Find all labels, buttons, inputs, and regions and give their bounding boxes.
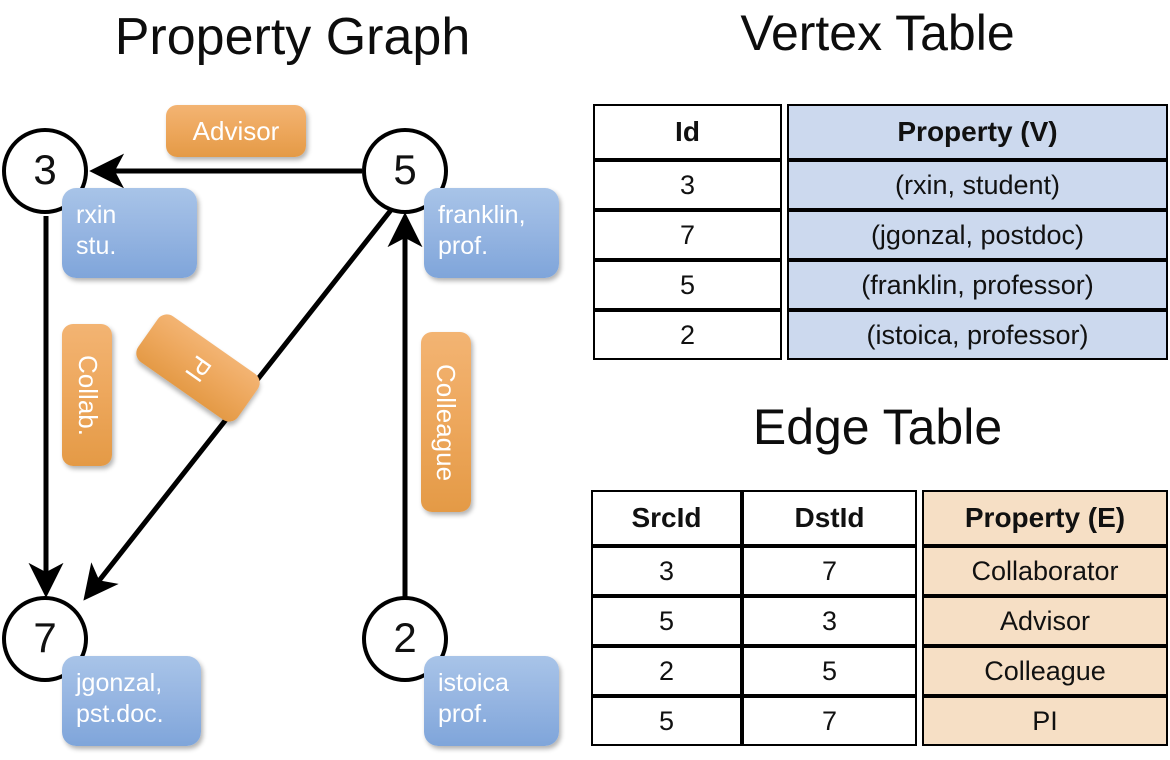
table-row[interactable]: 5 (franklin, professor) [593, 260, 1168, 310]
table-row[interactable]: 3 (rxin, student) [593, 160, 1168, 210]
edge-row-0-src: 3 [591, 546, 742, 596]
edge-row-0-property: Collaborator [922, 546, 1168, 596]
vertex-table-header-row: Id Property (V) [593, 104, 1168, 160]
vertex-row-3-id: 2 [593, 310, 782, 360]
vertex-property-bubble-2[interactable]: istoica prof. [424, 656, 559, 746]
edge-label-collab-text: Collab. [72, 354, 103, 436]
table-row[interactable]: 2 (istoica, professor) [593, 310, 1168, 360]
edge-row-2-src: 2 [591, 646, 742, 696]
edge-row-1-property: Advisor [922, 596, 1168, 646]
edge-row-1-src: 5 [591, 596, 742, 646]
vertex-row-0-id: 3 [593, 160, 782, 210]
edge-row-3-dst: 7 [742, 696, 917, 746]
vertex-property-bubble-7-line1: jgonzal, [76, 669, 163, 697]
table-row[interactable]: 5 3 Advisor [591, 596, 1168, 646]
vertex-property-bubble-5-line1: franklin, [438, 201, 526, 229]
edge-table-header-row: SrcId DstId Property (E) [591, 490, 1168, 546]
edge-label-pi-text: PI [179, 349, 218, 387]
edge-row-2-dst: 5 [742, 646, 917, 696]
graph-node-2[interactable]: 2 [362, 596, 448, 682]
table-row[interactable]: 5 7 PI [591, 696, 1168, 746]
vertex-row-1-property: (jgonzal, postdoc) [787, 210, 1168, 260]
edge-label-advisor-text: Advisor [192, 115, 280, 146]
vertex-property-bubble-3[interactable]: rxin stu. [62, 188, 197, 278]
vertex-property-bubble-7-line2: pst.doc. [76, 700, 164, 728]
edge-table-header-dstid: DstId [742, 490, 917, 546]
table-row[interactable]: 2 5 Colleague [591, 646, 1168, 696]
edge-row-0-dst: 7 [742, 546, 917, 596]
graph-node-7-label: 7 [33, 613, 57, 661]
edge-label-advisor[interactable]: Advisor [166, 105, 306, 157]
page-title-vertex-table: Vertex Table [740, 5, 1015, 61]
vertex-property-bubble-5[interactable]: franklin, prof. [424, 188, 559, 278]
graph-node-5[interactable]: 5 [362, 128, 448, 214]
vertex-property-bubble-5-line2: prof. [438, 232, 489, 260]
vertex-row-2-id: 5 [593, 260, 782, 310]
graph-node-2-label: 2 [393, 613, 417, 661]
vertex-row-1-id: 7 [593, 210, 782, 260]
vertex-row-0-property: (rxin, student) [787, 160, 1168, 210]
vertex-property-bubble-7[interactable]: jgonzal, pst.doc. [62, 656, 201, 746]
edge-row-3-src: 5 [591, 696, 742, 746]
edge-label-collab[interactable]: Collab. [62, 324, 112, 466]
table-row[interactable]: 3 7 Collaborator [591, 546, 1168, 596]
vertex-table-header-property: Property (V) [787, 104, 1168, 160]
edge-row-2-property: Colleague [922, 646, 1168, 696]
vertex-table: Id Property (V) 3 (rxin, student) 7 (jgo… [593, 104, 1168, 360]
edge-label-colleague-text: Colleague [431, 363, 462, 481]
vertex-property-bubble-2-line2: prof. [438, 700, 489, 728]
graph-node-3-label: 3 [33, 145, 57, 193]
vertex-property-bubble-3-line2: stu. [76, 232, 117, 260]
edge-row-3-property: PI [922, 696, 1168, 746]
vertex-row-2-property: (franklin, professor) [787, 260, 1168, 310]
edge-row-1-dst: 3 [742, 596, 917, 646]
vertex-table-header-id: Id [593, 104, 782, 160]
edge-label-colleague[interactable]: Colleague [421, 332, 471, 512]
edge-table-header-srcid: SrcId [591, 490, 742, 546]
vertex-row-3-property: (istoica, professor) [787, 310, 1168, 360]
page-title-property-graph: Property Graph [114, 8, 471, 66]
page-title-edge-table: Edge Table [752, 399, 1003, 455]
table-row[interactable]: 7 (jgonzal, postdoc) [593, 210, 1168, 260]
vertex-property-bubble-3-line1: rxin [76, 201, 117, 229]
vertex-property-bubble-2-line1: istoica [438, 669, 509, 697]
edge-table: SrcId DstId Property (E) 3 7 Collaborato… [591, 490, 1168, 746]
graph-node-5-label: 5 [393, 145, 417, 193]
edge-table-header-property: Property (E) [922, 490, 1168, 546]
